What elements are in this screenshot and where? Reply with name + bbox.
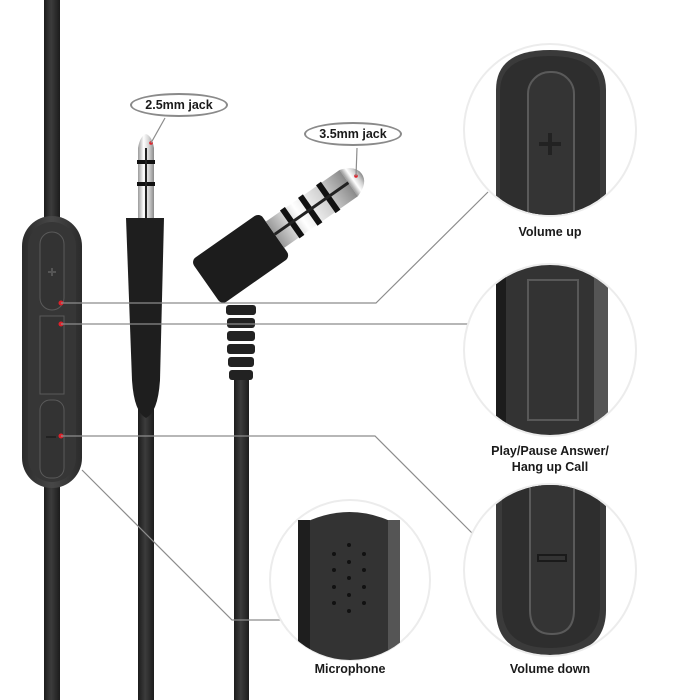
volume-down-label: Volume down [509, 662, 591, 676]
play-pause-detail [463, 263, 637, 437]
jack-35mm-callout: 3.5mm jack [304, 122, 402, 146]
play-pause-label-line2: Hang up Call [511, 460, 589, 474]
main-cable [44, 0, 60, 700]
inline-remote [22, 216, 82, 488]
jack-35mm-label: 3.5mm jack [319, 127, 387, 141]
minus-icon [537, 554, 567, 562]
leader-lines [61, 117, 489, 621]
volume-up-detail [463, 43, 637, 217]
microphone-label: Microphone [314, 662, 386, 676]
jack-35mm-plug [193, 168, 365, 700]
play-pause-label: Play/Pause Answer/ Hang up Call [470, 443, 630, 475]
microphone-detail [269, 499, 431, 661]
play-pause-label-line1: Play/Pause Answer/ [491, 444, 609, 458]
volume-up-label: Volume up [518, 225, 582, 239]
volume-down-detail [463, 483, 637, 657]
mic-holes-icon [332, 543, 366, 613]
jack-25mm-plug [126, 134, 164, 700]
plus-icon [48, 268, 56, 276]
jack-25mm-callout: 2.5mm jack [130, 93, 228, 117]
jack-25mm-label: 2.5mm jack [145, 98, 213, 112]
